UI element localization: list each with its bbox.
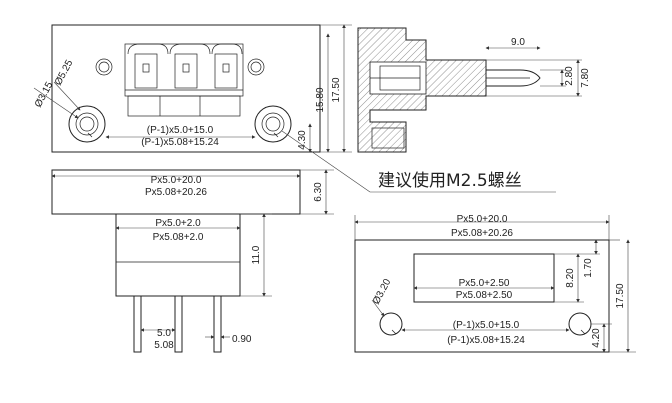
bottom-pitch-a: 5.0: [157, 328, 171, 339]
flange-outline: [51, 24, 321, 153]
cutout-view: Px5.0+20.0 Px5.08+20.26 Px5.0+2.50 Px5.0…: [354, 214, 636, 353]
hole-dia-label: Ø5.25: [53, 58, 76, 88]
top-left-boss: [95, 58, 113, 76]
front-height-outer: 17.50: [331, 77, 342, 102]
cutout-width-b: Px5.08+20.26: [451, 228, 513, 239]
side-pin-height: 7.80: [580, 68, 591, 88]
bottom-width-a: Px5.0+20.0: [151, 175, 202, 186]
cutout-right-hole: [568, 312, 592, 336]
cutout-top-offset: 1.70: [583, 258, 594, 278]
bottom-body-a: Px5.0+2.0: [155, 218, 201, 229]
bottom-view: Px5.0+20.0 Px5.08+20.26 6.30 Px5.0+2.0 P…: [51, 169, 334, 353]
cutout-left-hole: [379, 312, 403, 336]
cutout-bottom-offset: 4.20: [591, 328, 602, 348]
front-edge-dist: 4.30: [297, 130, 308, 150]
front-view: Ø5.25 Ø3.15 (P-1)x5.0+15.0 (P-1)x5.08+15…: [33, 24, 556, 193]
cutout-total-h: 17.50: [615, 283, 626, 308]
screw-note: 建议使用M2.5螺丝: [378, 170, 522, 191]
bottom-body-h: 11.0: [251, 245, 262, 264]
terminal-body: [124, 43, 244, 117]
side-pin: [486, 69, 541, 87]
cutout-hole-pitch-b: (P-1)x5.08+15.24: [447, 335, 525, 346]
left-mount-hole-outer: [68, 105, 106, 143]
cutout-window-b: Px5.08+2.50: [456, 290, 513, 301]
cutout-hole-dia: Ø3.20: [371, 277, 394, 307]
bottom-body-b: Px5.08+2.0: [153, 232, 204, 243]
top-right-boss: [247, 58, 265, 76]
front-pitch-a: (P-1)x5.0+15.0: [147, 125, 214, 136]
cutout-window-h: 8.20: [565, 268, 576, 288]
side-view: 9.0 2.80 7.80: [357, 27, 591, 153]
cutout-width-a: Px5.0+20.0: [457, 214, 508, 225]
side-pin-thick: 2.80: [564, 66, 575, 86]
side-pin-length: 9.0: [511, 37, 525, 48]
front-height-inner: 15.80: [315, 87, 326, 112]
pin-3: [213, 295, 222, 353]
pin-2: [174, 295, 183, 353]
pin-1: [133, 295, 142, 353]
panel-outline: [354, 239, 610, 353]
bottom-pin-dia: 0.90: [232, 334, 252, 345]
bottom-width-b: Px5.08+20.26: [145, 187, 207, 198]
right-mount-hole-outer: [254, 105, 292, 143]
cutout-window-a: Px5.0+2.50: [459, 278, 510, 289]
cutout-hole-pitch-a: (P-1)x5.0+15.0: [453, 320, 520, 331]
bottom-flange-h: 6.30: [313, 182, 324, 202]
front-pitch-b: (P-1)x5.08+15.24: [141, 137, 219, 148]
cutout-window: [413, 253, 555, 303]
bottom-pitch-b: 5.08: [154, 340, 174, 351]
